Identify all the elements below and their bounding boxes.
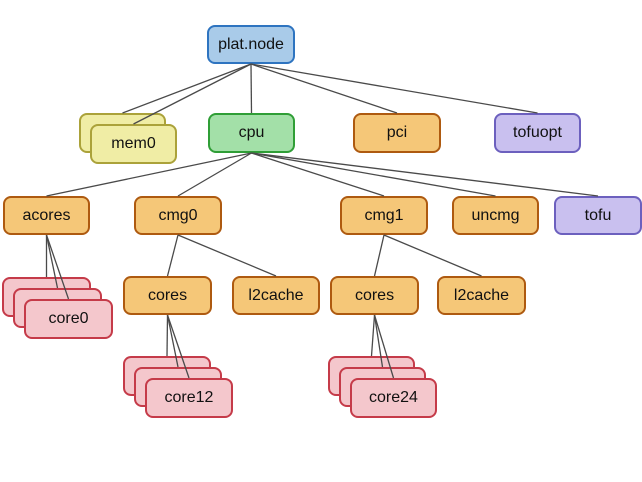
node-label-core12: core12 — [164, 389, 214, 406]
node-l2cache-cmg0: l2cache — [232, 276, 320, 315]
node-core0: core0 — [24, 299, 113, 339]
node-cmg0: cmg0 — [134, 196, 222, 235]
node-label-l2cache-cmg0: l2cache — [248, 286, 304, 304]
node-l2cache-cmg1: l2cache — [437, 276, 526, 315]
node-label-acores: acores — [22, 206, 71, 224]
node-acores: acores — [3, 196, 90, 235]
node-label-cores-cmg1: cores — [354, 286, 395, 304]
node-cpu: cpu — [208, 113, 295, 153]
node-label-cores-cmg0: cores — [147, 286, 188, 304]
node-label-cpu: cpu — [238, 124, 265, 141]
node-core24: core24 — [350, 378, 437, 418]
node-uncmg: uncmg — [452, 196, 539, 235]
node-core12: core12 — [145, 378, 233, 418]
node-label-core24: core24 — [369, 389, 418, 406]
node-tofu: tofu — [554, 196, 642, 235]
node-pci: pci — [353, 113, 441, 153]
node-label-mem0: mem0 — [111, 135, 156, 152]
node-plat-node: plat.node — [207, 25, 295, 64]
node-mem0: mem0 — [90, 124, 177, 164]
node-label-uncmg: uncmg — [471, 206, 520, 224]
node-cores-cmg0: cores — [123, 276, 212, 315]
node-cmg1: cmg1 — [340, 196, 428, 235]
node-label-cmg0: cmg0 — [158, 206, 198, 224]
node-label-pci: pci — [386, 124, 408, 141]
node-label-tofu: tofu — [584, 206, 612, 224]
node-label-tofuopt: tofuopt — [513, 124, 562, 141]
node-label-l2cache-cmg1: l2cache — [453, 286, 510, 304]
node-label-cmg1: cmg1 — [364, 206, 404, 224]
node-cores-cmg1: cores — [330, 276, 419, 315]
node-label-plat-node: plat.node — [218, 35, 284, 53]
node-label-core0: core0 — [48, 310, 89, 327]
node-tofuopt: tofuopt — [494, 113, 581, 153]
